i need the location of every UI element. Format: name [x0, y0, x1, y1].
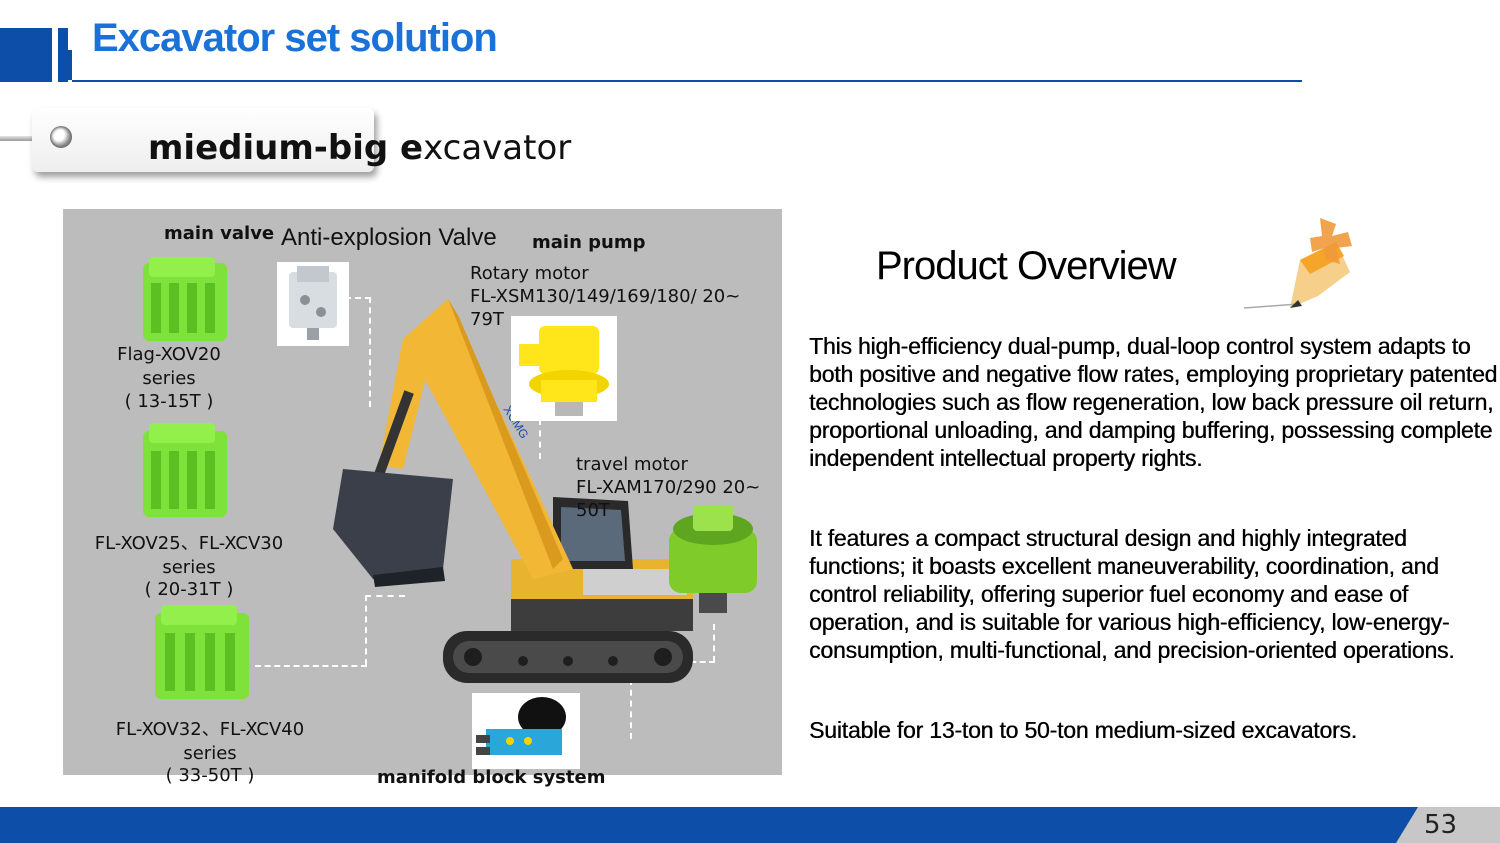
- manifold-block-image: [472, 693, 580, 769]
- valve-series-2-range: ( 20-31T ): [144, 579, 234, 600]
- valve-series-2-series: series: [162, 557, 216, 578]
- connector-line: [630, 679, 632, 739]
- travel-motor-label: travel motor: [576, 454, 688, 475]
- overview-title: Product Overview: [876, 244, 1177, 288]
- valve-series-1-series: series: [142, 368, 196, 389]
- connector-line: [365, 595, 367, 665]
- excavator-icon: XCMG: [333, 299, 693, 683]
- overview-paragraph-2: It features a compact structural design …: [809, 525, 1455, 663]
- anti-explosion-valve-image: [277, 262, 349, 346]
- connector-line: [345, 297, 371, 299]
- footer-bar: [0, 807, 1500, 843]
- valve-block-icon: [143, 423, 227, 517]
- anti-explosion-valve-label: Anti-explosion Valve: [281, 224, 497, 251]
- rotary-motor-range: 79T: [470, 309, 504, 330]
- valve-series-1-name: Flag-XOV20: [117, 344, 221, 365]
- section-tag: [32, 108, 374, 172]
- main-pump-label: main pump: [532, 232, 646, 253]
- travel-motor-model: FL-XAM170/290 20~: [576, 477, 761, 498]
- overview-paragraph-3: Suitable for 13-ton to 50-ton medium-siz…: [809, 717, 1357, 743]
- valve-series-3-range: ( 33-50T ): [165, 765, 255, 786]
- travel-motor-icon: [669, 505, 757, 613]
- valve-series-2-name: FL-XOV25、FL-XCV30: [94, 533, 284, 554]
- header-logo-bar-small: [68, 50, 72, 80]
- tag-hole-icon: [50, 126, 72, 148]
- connector-line: [255, 665, 367, 667]
- overview-paragraph-1: This high-efficiency dual-pump, dual-loo…: [809, 333, 1498, 471]
- connector-line: [369, 297, 371, 407]
- section-subtitle: miedium-big excavator: [148, 128, 571, 168]
- subtitle-bold: miedium-big e: [148, 128, 424, 168]
- main-valve-label: main valve: [164, 223, 275, 244]
- subtitle-rest: xcavator: [423, 128, 572, 168]
- rotary-motor-image: [511, 316, 617, 421]
- tag-string: [0, 136, 40, 141]
- travel-motor-range: 50T: [576, 500, 610, 521]
- rotary-motor-model: FL-XSM130/149/169/180/ 20~: [470, 286, 741, 307]
- connector-line: [713, 624, 715, 662]
- connector-line: [681, 661, 715, 663]
- valve-series-3-series: series: [183, 743, 237, 764]
- connector-line: [539, 419, 541, 459]
- manifold-block-label: manifold block system: [377, 767, 606, 788]
- header-divider: [72, 80, 1302, 82]
- header-logo-block: [0, 28, 52, 82]
- page-number: 53: [1424, 810, 1458, 840]
- rotary-motor-label: Rotary motor: [470, 263, 589, 284]
- header-logo-bar: [58, 28, 68, 82]
- valve-series-1-range: ( 13-15T ): [124, 391, 214, 412]
- valve-block-icon: [155, 605, 249, 699]
- valve-block-icon: [143, 257, 227, 341]
- product-diagram-panel: XCMG: [63, 209, 782, 786]
- page-title: Excavator set solution: [92, 16, 498, 60]
- valve-series-3-name: FL-XOV32、FL-XCV40: [115, 719, 305, 740]
- pencil-icon: [1243, 218, 1352, 309]
- connector-line: [365, 595, 405, 597]
